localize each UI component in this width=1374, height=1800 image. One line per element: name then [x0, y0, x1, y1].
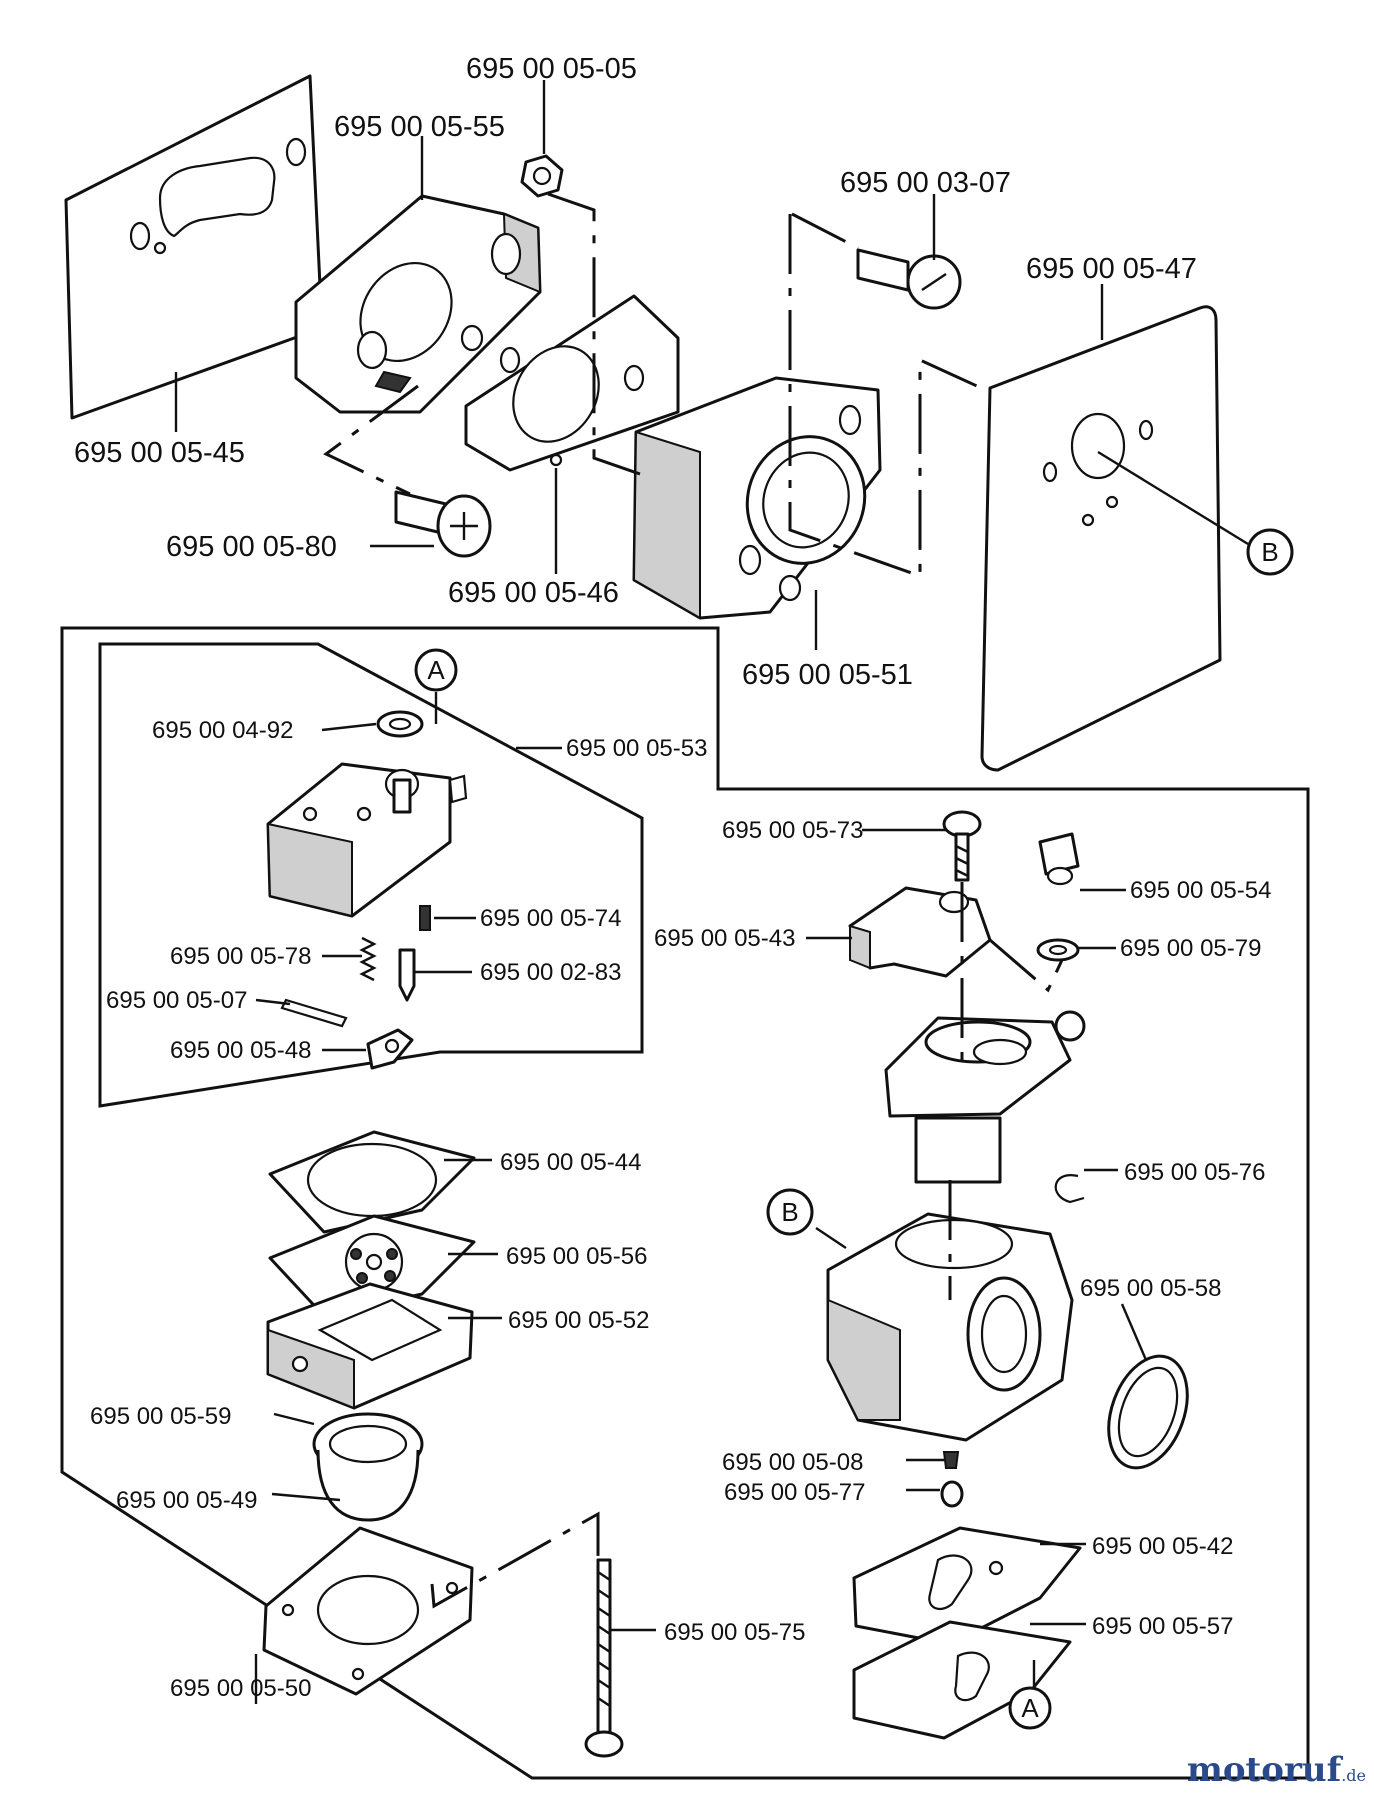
gasket-05-46 — [464, 294, 680, 472]
cover-05-49 — [262, 1526, 474, 1696]
label-05-79: 695 00 05-79 — [1120, 935, 1261, 962]
label-05-47: 695 00 05-47 — [1026, 253, 1197, 285]
pump-cover-05-53 — [266, 710, 468, 918]
axis-line-right-2 — [989, 938, 1064, 993]
label-05-78: 695 00 05-78 — [170, 943, 311, 970]
spring-05-78 — [359, 936, 377, 982]
adjust-screw-05-54 — [1038, 832, 1080, 886]
gasket-05-47 — [980, 305, 1222, 772]
label-04-92: 695 00 04-92 — [152, 717, 293, 744]
pump-body-05-52 — [266, 1282, 474, 1410]
diaphragm-05-56 — [268, 1214, 476, 1318]
label-05-42: 695 00 05-42 — [1092, 1533, 1233, 1560]
label-05-50: 695 00 05-50 — [170, 1675, 311, 1702]
subassembly-frame — [98, 642, 644, 1108]
diaphragm-05-44 — [268, 1130, 476, 1234]
lever-05-48 — [366, 1028, 414, 1070]
gasket-05-42 — [852, 1526, 1082, 1646]
label-05-73: 695 00 05-73 — [722, 817, 863, 844]
label-05-05: 695 00 05-05 — [466, 53, 637, 85]
insulator-05-55 — [294, 194, 542, 414]
carb-body — [826, 1212, 1074, 1442]
needle-02-83 — [398, 948, 416, 1002]
label-05-44: 695 00 05-44 — [500, 1149, 641, 1176]
label-02-83: 695 00 02-83 — [480, 959, 621, 986]
seal-ring-05-58 — [1107, 1354, 1189, 1470]
label-05-76: 695 00 05-76 — [1124, 1159, 1265, 1186]
label-05-07: 695 00 05-07 — [106, 987, 247, 1014]
label-05-53: 695 00 05-53 — [566, 735, 707, 762]
callout-b-left: B — [766, 1188, 814, 1236]
gasket-05-45 — [64, 74, 324, 420]
label-05-54: 695 00 05-54 — [1130, 877, 1271, 904]
axis-line-top-1 — [547, 192, 641, 476]
axis-line-top-3 — [788, 214, 991, 579]
assembly-frame — [60, 626, 1310, 1780]
hex-nut-05-05 — [520, 154, 564, 198]
label-05-74: 695 00 05-74 — [480, 905, 621, 932]
watermark-main: motoruf — [1186, 1750, 1342, 1790]
label-05-43: 695 00 05-43 — [654, 925, 795, 952]
long-screw-05-75 — [584, 1558, 624, 1758]
throttle-lever-05-43 — [848, 886, 992, 978]
throttle-shaft-body — [884, 1010, 1086, 1184]
screw-05-73 — [942, 810, 982, 882]
leader-lines — [174, 80, 1249, 1704]
primer-bulb-05-59 — [312, 1412, 424, 1522]
watermark-suffix: .de — [1341, 1766, 1366, 1785]
svg-text:A: A — [427, 655, 445, 685]
part-labels: 695 00 05-05 695 00 05-55 695 00 03-07 6… — [74, 53, 1271, 1702]
label-05-80: 695 00 05-80 — [166, 531, 337, 563]
screw-03-07 — [856, 248, 962, 310]
label-05-51: 695 00 05-51 — [742, 659, 913, 691]
screw-05-80 — [394, 490, 492, 558]
label-05-77: 695 00 05-77 — [724, 1479, 865, 1506]
svg-text:B: B — [1261, 537, 1278, 567]
plug-05-77 — [940, 1480, 964, 1508]
label-05-46: 695 00 05-46 — [448, 577, 619, 609]
callout-a-bottom: A — [1008, 1686, 1052, 1730]
label-05-59: 695 00 05-59 — [90, 1403, 231, 1430]
label-05-55: 695 00 05-55 — [334, 111, 505, 143]
washer-05-79 — [1036, 938, 1080, 962]
label-05-48: 695 00 05-48 — [170, 1037, 311, 1064]
label-05-08: 695 00 05-08 — [722, 1449, 863, 1476]
label-05-52: 695 00 05-52 — [508, 1307, 649, 1334]
jet-05-08 — [942, 1451, 960, 1469]
label-03-07: 695 00 03-07 — [840, 167, 1011, 199]
callout-a-top: A — [414, 648, 458, 692]
screw-05-74 — [419, 905, 431, 931]
label-05-58: 695 00 05-58 — [1080, 1275, 1221, 1302]
label-05-45: 695 00 05-45 — [74, 437, 245, 469]
pin-05-07 — [280, 998, 348, 1028]
label-05-75: 695 00 05-75 — [664, 1619, 805, 1646]
axis-line-bottom — [430, 1511, 600, 1609]
callout-b-right: B — [1246, 528, 1294, 576]
label-05-49: 695 00 05-49 — [116, 1487, 257, 1514]
adapter-05-51 — [632, 376, 882, 620]
svg-text:A: A — [1021, 1693, 1039, 1723]
clip-05-76 — [1054, 1174, 1085, 1204]
axis-line-top-2 — [323, 384, 419, 496]
label-05-57: 695 00 05-57 — [1092, 1613, 1233, 1640]
label-05-56: 695 00 05-56 — [506, 1243, 647, 1270]
watermark-logo: motoruf.de — [1187, 1750, 1366, 1790]
axis-line-top-4 — [791, 212, 859, 250]
svg-text:B: B — [781, 1197, 798, 1227]
